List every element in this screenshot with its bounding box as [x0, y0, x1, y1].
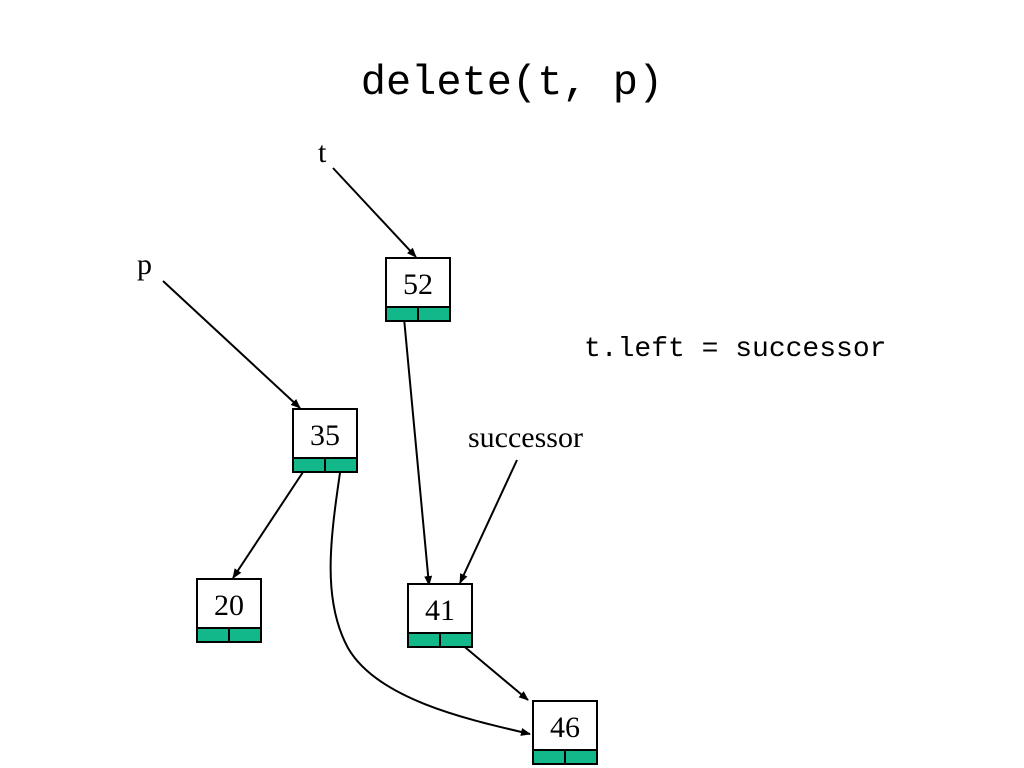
- edge-35-left-20: [232, 465, 308, 579]
- edge-52-left-41: [403, 317, 433, 586]
- node-value: 20: [214, 588, 244, 622]
- right-pointer-field: [441, 634, 471, 646]
- pointer-label-successor: successor: [468, 421, 583, 454]
- left-pointer-field: [534, 751, 566, 763]
- right-pointer-field: [230, 629, 260, 641]
- node-pointer-fields: [534, 749, 596, 763]
- node-value: 52: [403, 267, 433, 301]
- node-value: 46: [550, 710, 580, 744]
- pointer-arrow-p: [162, 280, 301, 409]
- pointer-arrow-successor: [459, 459, 518, 584]
- tree-node-52: 52: [385, 257, 451, 322]
- tree-node-20: 20: [196, 578, 262, 643]
- left-pointer-field: [198, 629, 230, 641]
- right-pointer-field: [566, 751, 596, 763]
- slide-title: delete(t, p): [360, 59, 664, 107]
- left-pointer-field: [409, 634, 441, 646]
- code-statement: t.left = successor: [584, 334, 887, 365]
- tree-node-41: 41: [407, 583, 473, 648]
- node-pointer-fields: [409, 632, 471, 646]
- right-pointer-field: [326, 459, 356, 471]
- left-pointer-field: [294, 459, 326, 471]
- pointer-label-t: t: [318, 136, 327, 169]
- left-pointer-field: [387, 308, 419, 320]
- edge-35-right-46: [329, 465, 531, 736]
- edge-41-right-46: [459, 642, 529, 701]
- node-value: 41: [425, 593, 455, 627]
- tree-node-35: 35: [292, 408, 358, 473]
- node-pointer-fields: [294, 457, 356, 471]
- node-pointer-fields: [387, 306, 449, 320]
- tree-node-46: 46: [532, 700, 598, 765]
- node-value: 35: [310, 418, 340, 452]
- node-pointer-fields: [198, 627, 260, 641]
- pointer-arrow-t: [332, 167, 417, 258]
- pointer-label-p: p: [137, 248, 152, 281]
- right-pointer-field: [419, 308, 449, 320]
